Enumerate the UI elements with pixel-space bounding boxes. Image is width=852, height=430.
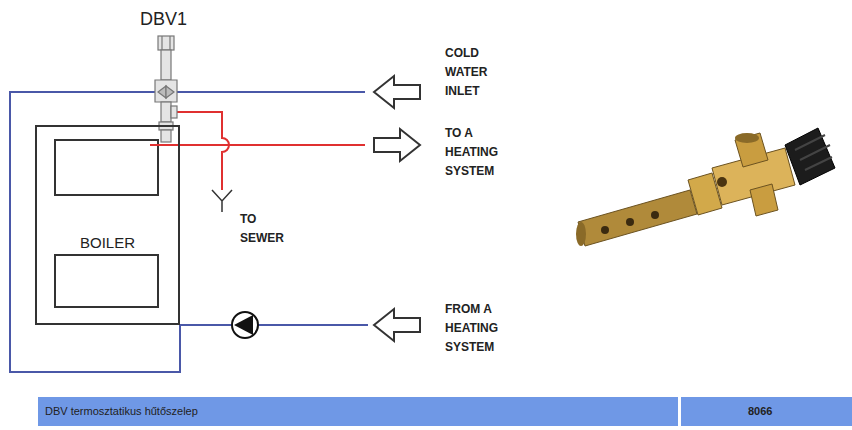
outlet-label: TO A HEATING SYSTEM <box>445 124 515 181</box>
flow-pipe <box>150 144 180 146</box>
drain-label: TO SEWER <box>240 210 292 248</box>
valve-photo <box>576 128 835 246</box>
cell-divider <box>678 397 681 426</box>
pump-symbol <box>232 312 258 338</box>
valve-label: DBV1 <box>140 8 187 30</box>
info-bar <box>38 397 852 426</box>
return-label: FROM A HEATING SYSTEM <box>445 300 515 357</box>
box-label: BOILER <box>80 234 135 251</box>
drain-funnel <box>212 190 232 212</box>
table-cell: DBV termosztatikus hűtőszelep <box>45 404 198 418</box>
flow-pipe <box>180 144 365 146</box>
boiler-panel <box>55 255 158 307</box>
flow-arrow <box>374 76 420 341</box>
inlet-label: COLD WATER INLET <box>445 44 507 101</box>
drain-pipe <box>175 112 229 190</box>
table-cell: 8066 <box>748 404 772 418</box>
boiler-box: BOILER <box>35 125 180 325</box>
cold-water-pipe <box>10 92 365 372</box>
return-pipe <box>180 324 368 326</box>
boiler-panel <box>55 140 158 195</box>
